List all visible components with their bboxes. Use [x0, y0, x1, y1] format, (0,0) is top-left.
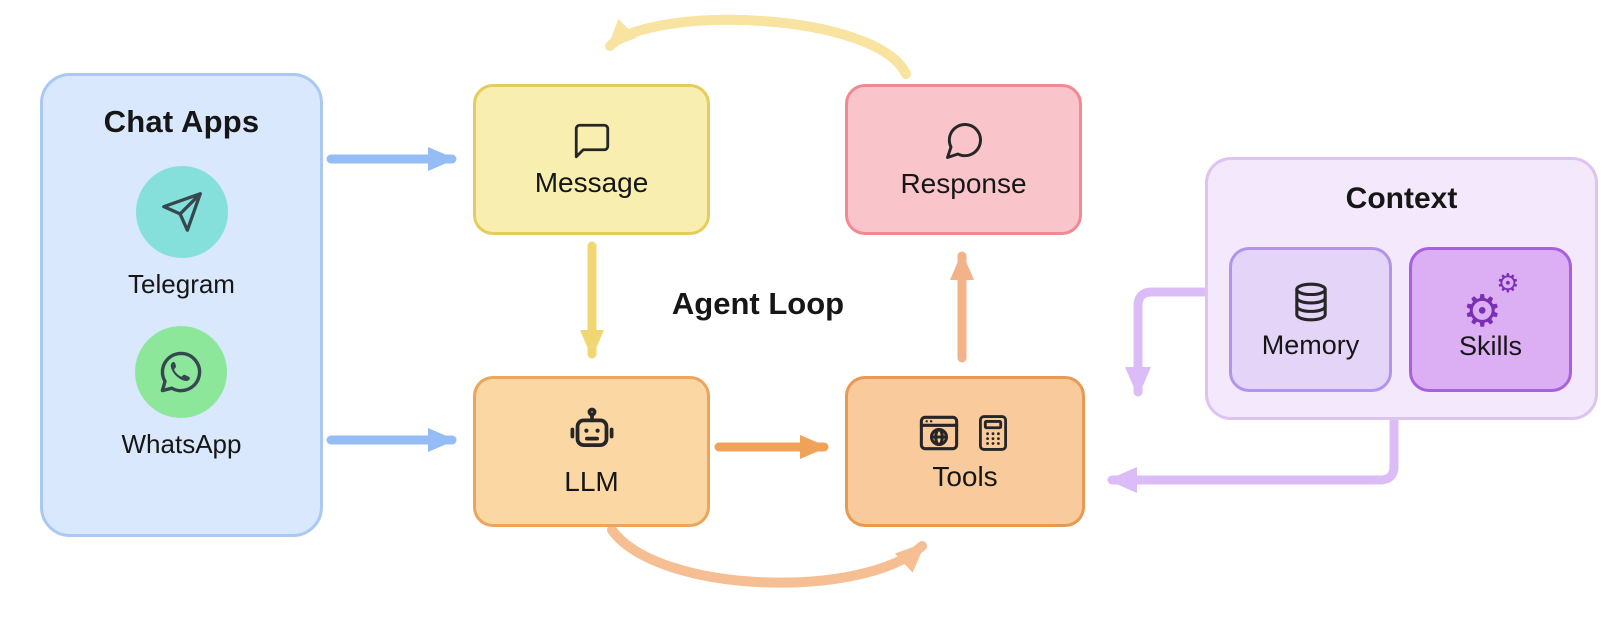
response-node: Response [845, 84, 1082, 235]
round-speech-bubble-icon [945, 123, 982, 159]
telegram-icon [135, 166, 228, 258]
calculator-icon [979, 415, 1007, 451]
arrow-llm-to-tools-bottom-curve [607, 525, 927, 588]
tools-label: Tools [932, 461, 998, 492]
paper-plane-icon [161, 192, 202, 232]
whatsapp-label: WhatsApp [121, 429, 242, 459]
whatsapp-icon [135, 326, 228, 418]
arrow-context-to-tools-elbow-left [1107, 416, 1399, 493]
telegram-item: Telegram [128, 166, 235, 300]
database-icon [1294, 282, 1327, 321]
tools-node: Tools [845, 376, 1085, 527]
arrow-response-to-message-top-curve [605, 14, 911, 79]
tools-icons [916, 410, 1014, 456]
browser-globe-icon [919, 415, 959, 451]
response-label: Response [900, 168, 1027, 199]
chat-apps-title: Chat Apps [103, 104, 260, 139]
robot-icon [570, 407, 613, 448]
gears-icon: ⚙ ⚙ [1462, 270, 1520, 334]
memory-label: Memory [1261, 329, 1360, 360]
telegram-label: Telegram [128, 269, 235, 299]
message-label: Message [534, 167, 649, 198]
message-node: Message [473, 84, 710, 235]
square-speech-bubble-icon [574, 123, 609, 159]
llm-node: LLM [473, 376, 710, 527]
agent-loop-label: Agent Loop [671, 286, 845, 321]
context-title: Context [1345, 182, 1458, 215]
whatsapp-phone-bubble-icon [161, 351, 202, 393]
gear-small-icon: ⚙ [1496, 267, 1520, 298]
gear-big-icon: ⚙ [1462, 286, 1502, 336]
llm-label: LLM [564, 466, 619, 497]
arrow-context-to-tools-elbow-down [1125, 287, 1209, 397]
context-group: Context Memory ⚙ ⚙ Skills [1205, 157, 1598, 420]
skills-node: ⚙ ⚙ Skills [1409, 247, 1572, 392]
skills-label: Skills [1458, 330, 1522, 361]
memory-node: Memory [1229, 247, 1392, 392]
chat-apps-group: Chat Apps Telegram WhatsApp [40, 73, 323, 537]
whatsapp-item: WhatsApp [121, 326, 242, 460]
